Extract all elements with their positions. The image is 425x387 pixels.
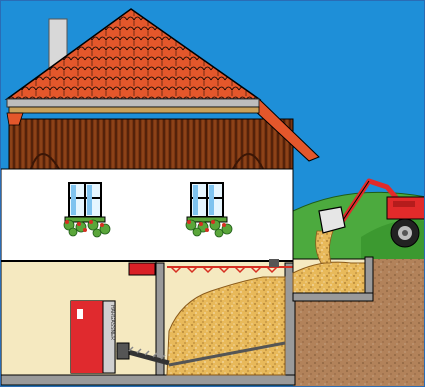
boiler-brand-label: HARGASSNER <box>109 305 115 340</box>
cellar-floor <box>1 375 295 385</box>
roof-fascia <box>7 99 259 107</box>
window-left <box>65 183 105 222</box>
window-right <box>187 183 227 222</box>
gable-timber-wall <box>9 119 293 169</box>
pellet-boiler: HARGASSNER <box>71 301 115 373</box>
roof-gutter <box>9 107 259 113</box>
pit-floor <box>293 293 373 301</box>
ceiling-hatch <box>129 263 155 275</box>
house-facade <box>1 169 293 261</box>
